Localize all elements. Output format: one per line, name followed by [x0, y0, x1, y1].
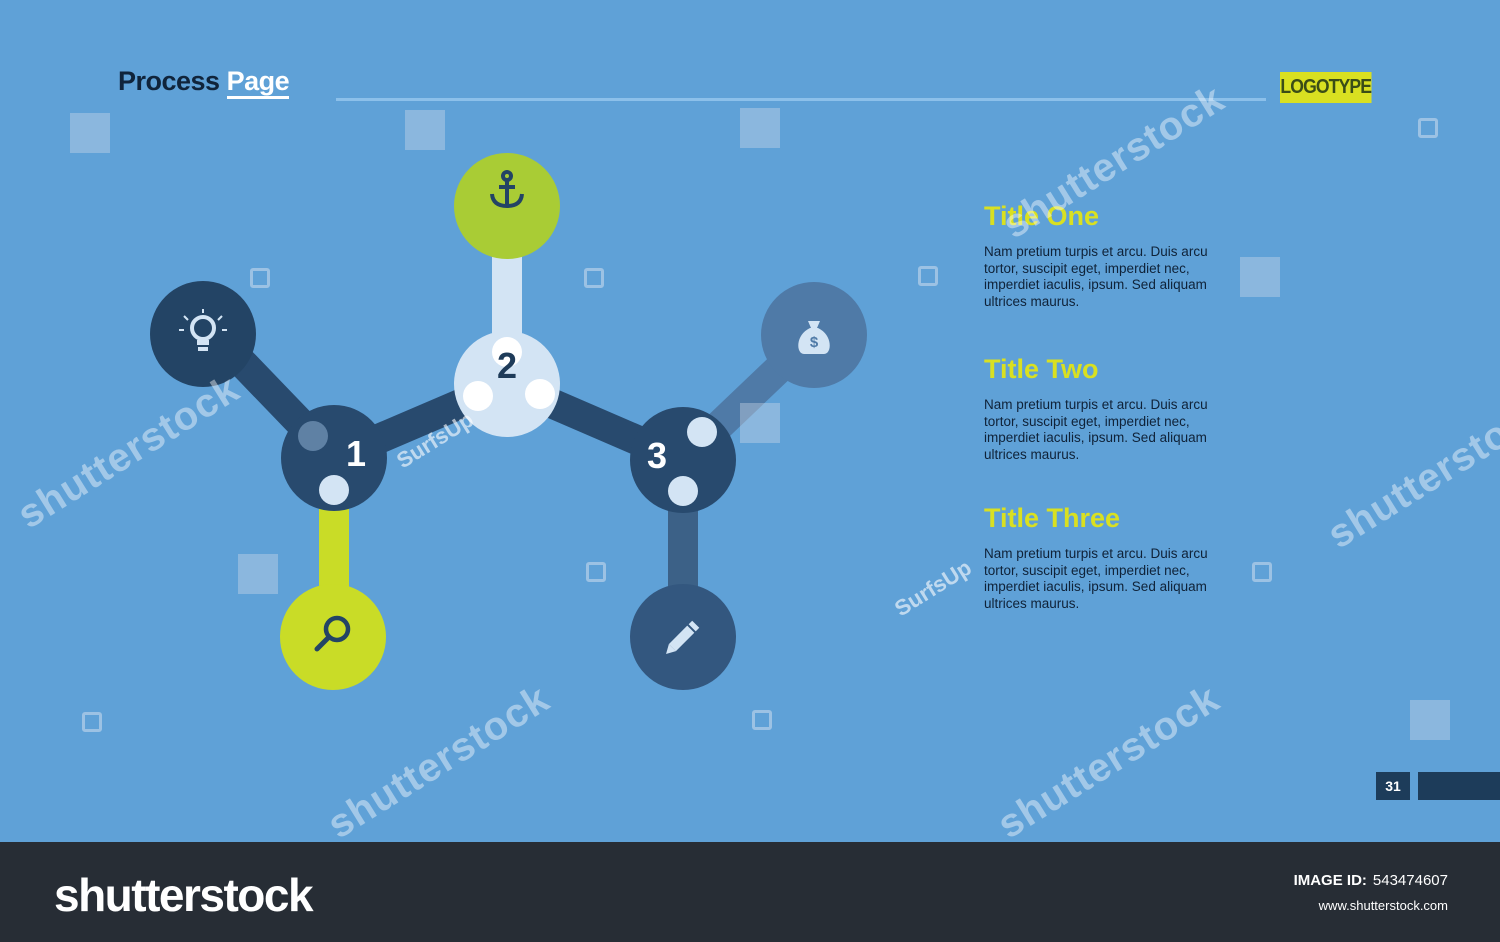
hub-3-port-bottom	[668, 476, 698, 506]
step-3-title: Title Three	[984, 503, 1121, 533]
watermark-square	[238, 554, 278, 594]
page-number: 31	[1376, 772, 1410, 800]
image-id-value: 543474607	[1372, 872, 1448, 889]
watermark-mark	[586, 562, 606, 582]
image-id-label: IMAGE ID:	[1293, 872, 1367, 889]
watermark-mark	[918, 266, 938, 286]
watermark-mark	[752, 710, 772, 730]
svg-text:$: $	[810, 334, 819, 351]
watermark-text: shutterstock	[1320, 386, 1500, 558]
watermark-mark	[1418, 118, 1438, 138]
watermark-mark	[82, 712, 102, 732]
watermark-mark	[1252, 562, 1272, 582]
watermark-square	[740, 403, 780, 443]
hub-nodes: 1 2 3	[281, 331, 736, 513]
image-id: IMAGE ID: 543474607	[1294, 872, 1448, 889]
page-title-part2: Page	[226, 66, 290, 99]
hub-2-port-right	[525, 379, 555, 409]
step-2: Title Two Nam pretium turpis et arcu. Du…	[984, 354, 1244, 463]
watermark-mark	[250, 268, 270, 288]
watermark-square	[1410, 700, 1450, 740]
molecule-diagram: 1 2 3 $	[150, 153, 867, 690]
page-title-part1: Process	[118, 66, 220, 96]
anchor-icon	[490, 170, 524, 209]
watermark-tag: SurfsUp	[890, 554, 976, 622]
footer-bar: shutterstock IMAGE ID: 543474607 www.shut…	[0, 842, 1500, 942]
watermark-text: shutterstock	[990, 676, 1228, 842]
hub-2-port-top	[492, 337, 522, 367]
hub-2-port-left	[463, 381, 493, 411]
step-3-text: Nam pretium turpis et arcu. Duis arcu to…	[984, 546, 1208, 611]
step-1-text: Nam pretium turpis et arcu. Duis arcu to…	[984, 244, 1208, 309]
step-2-text: Nam pretium turpis et arcu. Duis arcu to…	[984, 397, 1208, 462]
watermark-square	[70, 113, 110, 153]
watermark-mark	[584, 268, 604, 288]
footer-url: www.shutterstock.com	[1318, 898, 1448, 913]
lightbulb-icon	[179, 309, 227, 351]
hub-2-label: 2	[497, 345, 517, 386]
logotype: LOGOTYPE	[1280, 72, 1372, 103]
hub-1-port-bottom	[319, 475, 349, 505]
hub-3-label: 3	[647, 435, 667, 476]
pencil-icon	[666, 620, 700, 654]
money-bag-icon: $	[798, 321, 830, 354]
hub-3-port-top	[687, 417, 717, 447]
header-divider	[336, 98, 1266, 101]
watermark-square	[740, 108, 780, 148]
footer-logo: shutterstock	[54, 869, 314, 921]
watermark-square	[1240, 257, 1280, 297]
step-1: Title One Nam pretium turpis et arcu. Du…	[984, 201, 1244, 310]
watermark-square	[405, 110, 445, 150]
step-3: Title Three Nam pretium turpis et arcu. …	[984, 503, 1244, 612]
page-bar	[1418, 772, 1500, 800]
hub-1-label: 1	[346, 433, 366, 474]
magnifier-icon	[314, 615, 351, 652]
hub-1-port-top	[298, 421, 328, 451]
lightbulb-node	[150, 281, 256, 387]
step-1-title: Title One	[984, 201, 1100, 231]
step-2-title: Title Two	[984, 354, 1099, 384]
